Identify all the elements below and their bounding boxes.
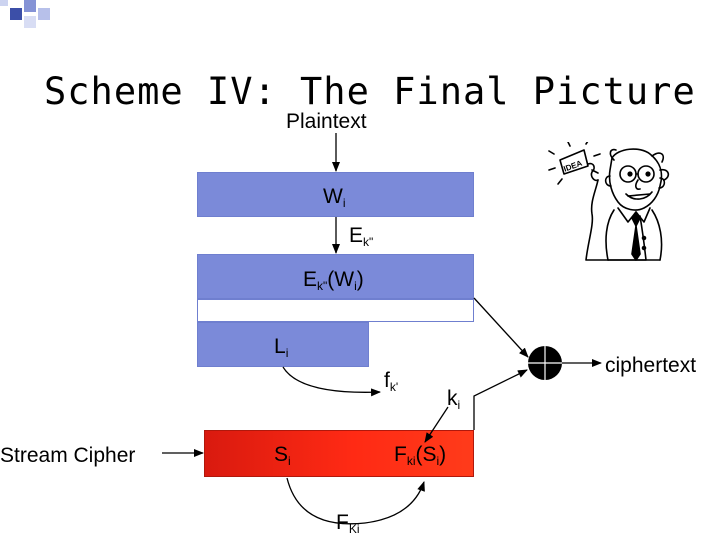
fki-label: FKi <box>336 511 360 536</box>
stream-cipher-label: Stream Cipher <box>0 444 136 467</box>
deco-square <box>24 0 36 12</box>
wi-box <box>197 172 474 217</box>
deco-square <box>38 8 50 20</box>
idea-cartoon-icon: IDEA <box>548 142 670 261</box>
li-box <box>197 322 369 367</box>
li-label: Li <box>274 335 289 360</box>
corner-decoration <box>0 0 60 40</box>
fki-si-label: Fki(Si) <box>394 443 447 468</box>
ciphertext-label: ciphertext <box>605 354 697 377</box>
arrow-ki-to-fki <box>424 406 449 443</box>
ek-wi-label: Ek"(Wi) <box>303 268 364 293</box>
slide-title: Scheme IV: The Final Picture <box>44 70 696 113</box>
fk-label: fk' <box>384 369 399 394</box>
deco-square <box>0 0 8 6</box>
arrow-fki-to-xor <box>473 369 528 430</box>
plaintext-label: Plaintext <box>286 110 367 133</box>
deco-square <box>10 8 22 20</box>
ek-label: Ek" <box>349 224 374 249</box>
ek-wi-box <box>197 254 474 299</box>
si-label: Si <box>274 443 291 468</box>
deco-square <box>24 16 36 28</box>
arrow-si-loop <box>286 477 425 525</box>
ki-label: ki <box>447 387 461 412</box>
wi-label: Wi <box>323 185 346 210</box>
split-box <box>197 299 474 322</box>
arrow-li-to-fk <box>282 366 381 397</box>
xor-icon <box>528 346 562 380</box>
arrow-ek-to-xor <box>473 297 529 358</box>
